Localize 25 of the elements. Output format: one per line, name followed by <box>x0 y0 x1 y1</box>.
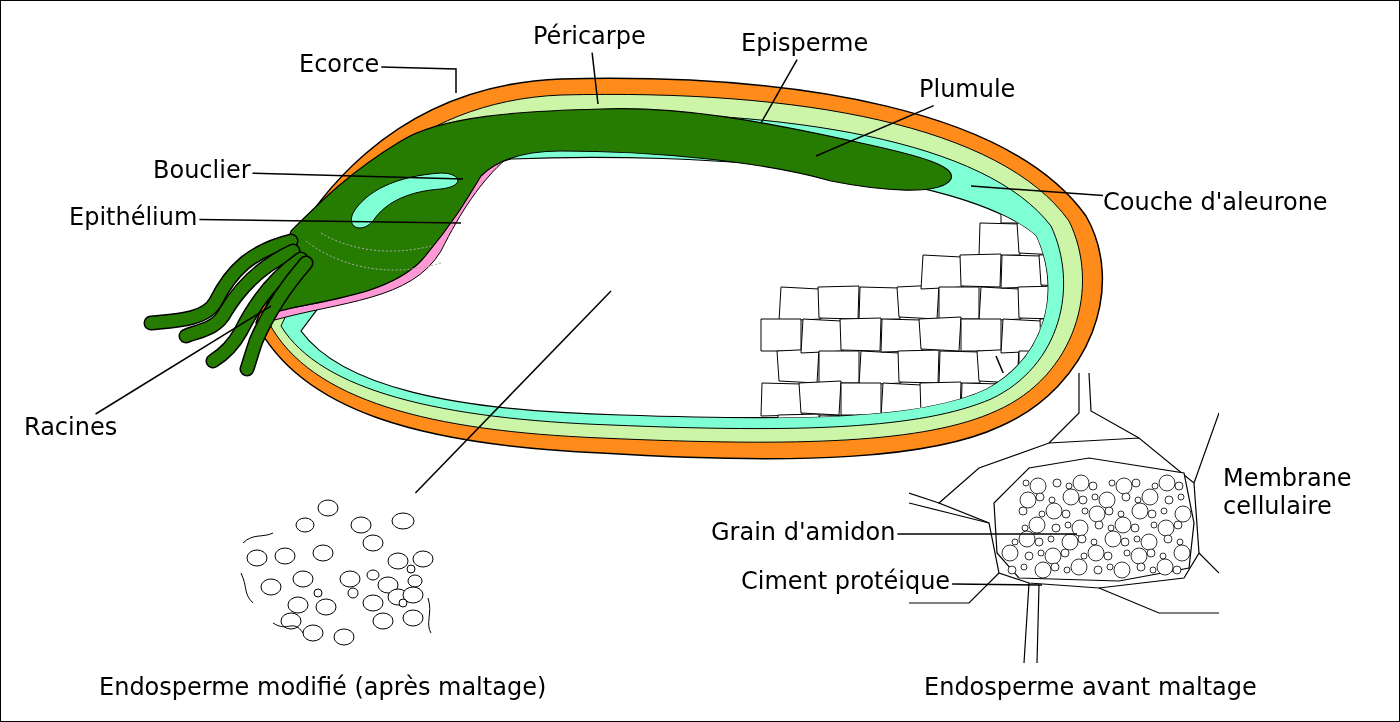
leader-line <box>995 355 1004 374</box>
leader-line <box>380 66 457 94</box>
drawing-label: Endosperme avant maltage <box>924 674 1257 702</box>
part-label: Ecorce <box>299 51 380 79</box>
part-label: Episperme <box>741 30 869 58</box>
part-label: Ciment protéique <box>741 568 951 596</box>
part-label: Epithélium <box>69 204 198 232</box>
part-label: Racines <box>24 414 118 442</box>
leader-line <box>951 583 1043 586</box>
leader-line <box>970 185 1104 197</box>
part-label: Plumule <box>919 76 1016 104</box>
leader-line <box>815 104 935 157</box>
leader-line <box>591 51 599 105</box>
leader-line <box>896 533 1078 535</box>
drawing-label: Endosperme modifié (après maltage) <box>99 674 547 702</box>
leader-line <box>198 218 462 224</box>
leader-line <box>760 58 798 124</box>
leader-line <box>251 172 464 180</box>
part-label: Grain d'amidon <box>711 519 896 547</box>
part-label: Péricarpe <box>533 23 646 51</box>
leader-line <box>94 305 272 415</box>
drawing-label: Membrane cellulaire <box>1223 465 1353 521</box>
leader-line <box>414 290 612 494</box>
part-label: Bouclier <box>153 157 251 185</box>
part-label: Couche d'aleurone <box>1103 189 1328 217</box>
